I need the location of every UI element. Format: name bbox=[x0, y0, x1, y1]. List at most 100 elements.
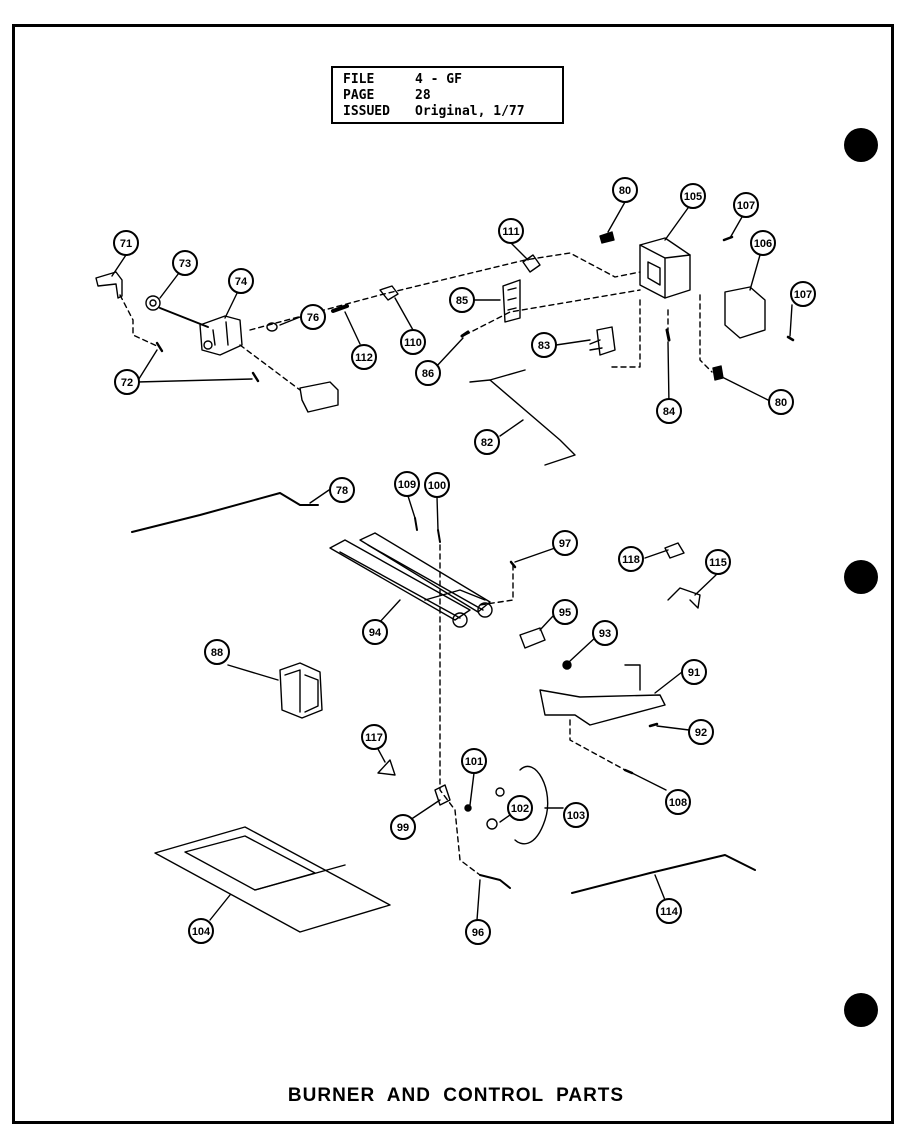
callout-94: 94 bbox=[362, 619, 388, 645]
orifice-95 bbox=[519, 627, 546, 649]
binder-hole-top bbox=[844, 128, 878, 162]
callout-96: 96 bbox=[465, 919, 491, 945]
screw-108 bbox=[623, 768, 634, 775]
callout-100-label: 100 bbox=[428, 480, 446, 492]
file-label: FILE bbox=[343, 72, 375, 87]
callout-102-label: 102 bbox=[511, 803, 529, 815]
callout-93-label: 93 bbox=[599, 628, 611, 640]
callout-80-top: 80 bbox=[612, 177, 638, 203]
nut-93 bbox=[562, 660, 572, 670]
callout-82: 82 bbox=[474, 429, 500, 455]
callout-80-right: 80 bbox=[768, 389, 794, 415]
bracket-91 bbox=[539, 689, 666, 726]
page-value: 28 bbox=[415, 88, 431, 103]
callout-78: 78 bbox=[329, 477, 355, 503]
valve-74-port bbox=[203, 340, 213, 350]
callout-118-label: 118 bbox=[622, 554, 640, 566]
burner-94-port-b bbox=[477, 602, 493, 618]
callout-86-label: 86 bbox=[422, 368, 434, 380]
callout-99: 99 bbox=[390, 814, 416, 840]
screw-107b bbox=[786, 335, 795, 342]
callout-104: 104 bbox=[188, 918, 214, 944]
callout-117: 117 bbox=[361, 724, 387, 750]
callout-93: 93 bbox=[592, 620, 618, 646]
valve-74 bbox=[199, 315, 243, 356]
tubing-103 bbox=[514, 765, 549, 845]
callout-92: 92 bbox=[688, 719, 714, 745]
page-label: PAGE bbox=[343, 88, 375, 103]
callout-104-label: 104 bbox=[192, 926, 211, 938]
callout-99-label: 99 bbox=[397, 822, 409, 834]
callout-94-label: 94 bbox=[369, 627, 382, 639]
fitting-110 bbox=[379, 285, 399, 301]
callout-117-label: 117 bbox=[365, 732, 383, 744]
callout-100: 100 bbox=[424, 472, 450, 498]
page-row: PAGE 28 bbox=[343, 88, 431, 104]
base-plate-104-window bbox=[184, 835, 316, 891]
callout-101-label: 101 bbox=[465, 756, 483, 768]
gas-valve-88 bbox=[279, 662, 323, 719]
callout-74-label: 74 bbox=[235, 276, 248, 288]
callout-115: 115 bbox=[705, 549, 731, 575]
washer-76 bbox=[266, 322, 278, 332]
burner-manifold bbox=[424, 589, 486, 601]
tube-96 bbox=[479, 874, 511, 889]
callout-73-label: 73 bbox=[179, 258, 191, 270]
screw-84 bbox=[665, 328, 671, 342]
callout-95: 95 bbox=[552, 599, 578, 625]
callout-76: 76 bbox=[300, 304, 326, 330]
fitting-102b bbox=[486, 818, 498, 830]
callout-106: 106 bbox=[750, 230, 776, 256]
callout-71-label: 71 bbox=[120, 238, 132, 250]
callout-114-label: 114 bbox=[660, 906, 679, 918]
callout-80-right-label: 80 bbox=[775, 397, 787, 409]
callout-110-label: 110 bbox=[404, 337, 422, 349]
callout-95-label: 95 bbox=[559, 607, 571, 619]
burner-94-front bbox=[329, 539, 471, 621]
control-box-105-edges bbox=[639, 244, 691, 299]
assembly-lines bbox=[119, 252, 713, 876]
callout-97-label: 97 bbox=[559, 538, 571, 550]
callout-71: 71 bbox=[113, 230, 139, 256]
base-plate-104 bbox=[154, 826, 391, 933]
clip-111 bbox=[522, 254, 541, 273]
fitting-102a bbox=[495, 787, 505, 797]
callout-108: 108 bbox=[665, 789, 691, 815]
thermocouple-115 bbox=[667, 587, 701, 609]
nut-73-hole bbox=[149, 299, 157, 307]
page-border bbox=[12, 24, 894, 1124]
callout-86: 86 bbox=[415, 360, 441, 386]
callout-96-label: 96 bbox=[472, 927, 484, 939]
burner-94-port-a bbox=[452, 612, 468, 628]
bracket-plate bbox=[299, 381, 339, 413]
callout-84-label: 84 bbox=[663, 406, 676, 418]
callout-115-label: 115 bbox=[709, 557, 727, 569]
plug-80b bbox=[712, 365, 724, 381]
callout-105: 105 bbox=[680, 183, 706, 209]
callout-111-label: 111 bbox=[502, 226, 519, 238]
bracket-71 bbox=[95, 271, 123, 299]
callout-109: 109 bbox=[394, 471, 420, 497]
terminal-strip bbox=[502, 279, 521, 323]
diagram-title: BURNER AND CONTROL PARTS bbox=[287, 1085, 625, 1106]
callout-102: 102 bbox=[507, 795, 533, 821]
callout-106-label: 106 bbox=[754, 238, 772, 250]
fitting-118 bbox=[664, 542, 685, 559]
callout-112: 112 bbox=[351, 344, 377, 370]
bracket-91-tab bbox=[624, 664, 641, 691]
screw-72b bbox=[251, 371, 260, 383]
callout-leaders bbox=[111, 201, 793, 921]
callout-91: 91 bbox=[681, 659, 707, 685]
file-value: 4 - GF bbox=[415, 72, 462, 87]
control-box-105 bbox=[639, 237, 691, 299]
screw-72a bbox=[155, 341, 164, 353]
screw-97 bbox=[509, 560, 517, 569]
valve-74-detail bbox=[212, 321, 229, 346]
issued-value: Original, 1/77 bbox=[415, 104, 525, 119]
file-row: FILE 4 - GF bbox=[343, 72, 462, 88]
callout-108-label: 108 bbox=[669, 797, 687, 809]
callout-114: 114 bbox=[656, 898, 682, 924]
callout-78-label: 78 bbox=[336, 485, 348, 497]
